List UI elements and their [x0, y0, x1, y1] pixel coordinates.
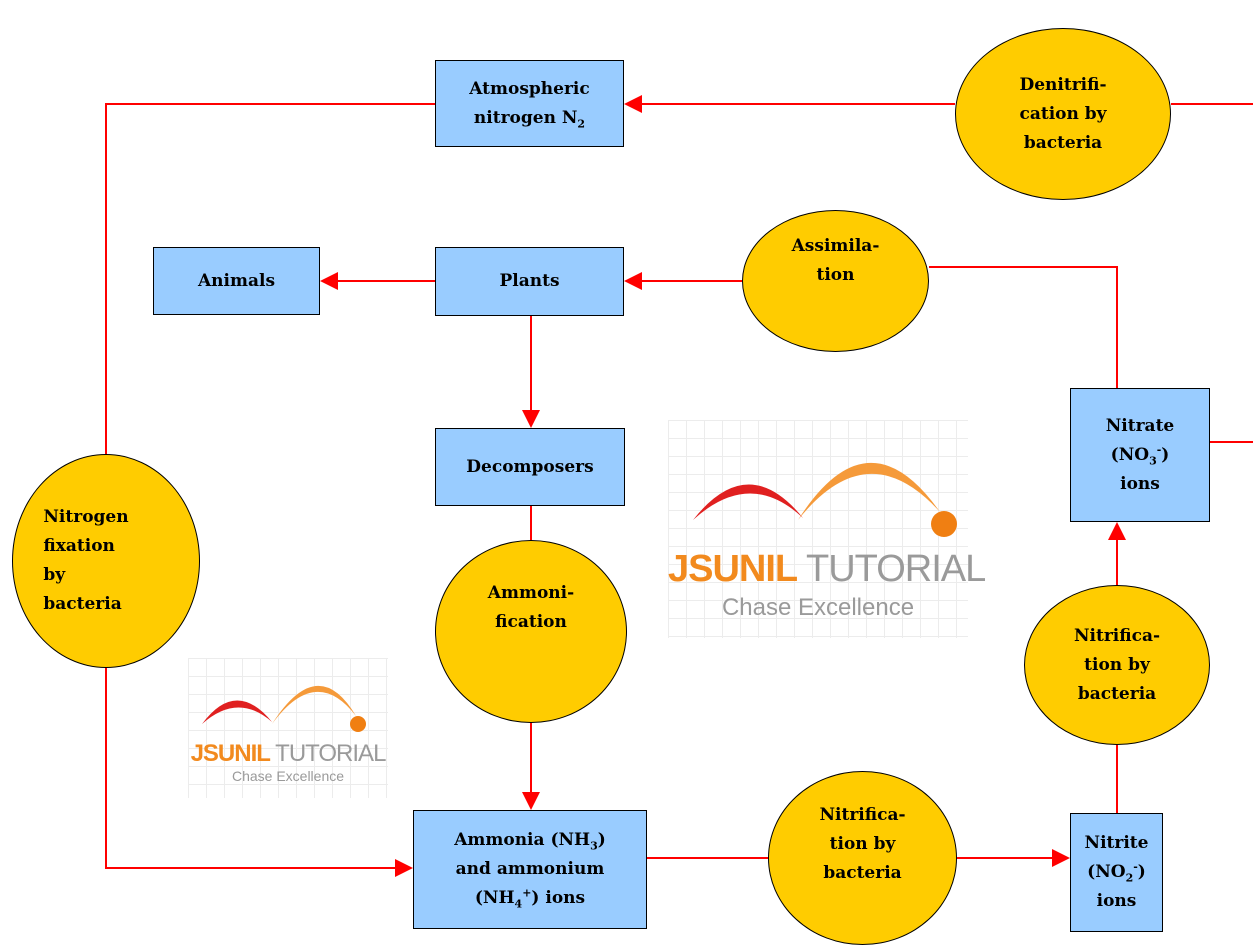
plants-label: Plants — [499, 271, 560, 291]
node-plants: Plants — [435, 247, 624, 316]
arrowhead-nitrate — [1108, 522, 1126, 540]
connector-atmospheric-to-fixation — [105, 103, 435, 454]
nitrate-line1: Nitrate — [1105, 415, 1175, 436]
arrowheads — [320, 95, 1126, 877]
fixation-line2: fixation — [43, 536, 115, 556]
logo-arcs-icon — [202, 685, 366, 732]
atmospheric-line1: Atmospheric — [469, 78, 590, 99]
process-ammonification: Ammoni- fication — [435, 540, 627, 723]
watermark-brand-b: TUTORIAL — [275, 740, 386, 767]
arrowhead-plants — [624, 272, 642, 290]
arrowhead-nitrite — [1052, 849, 1070, 867]
denitrification-line2: cation by — [1019, 103, 1107, 124]
connector-nitrate-to-assimilation — [929, 266, 1118, 388]
ammonia-line2: and ammonium — [455, 859, 605, 879]
decomposers-label: Decomposers — [466, 456, 594, 477]
nitrate-line3: ions — [1120, 473, 1160, 494]
connector-fixation-to-ammonia — [105, 668, 395, 869]
node-nitrite: Nitrite (NO2-) ions — [1070, 813, 1163, 932]
process-assimilation: Assimila- tion — [742, 210, 929, 352]
nitrification-right-line2: tion by — [1084, 654, 1150, 675]
process-nitrogen-fixation: Nitrogen fixation by bacteria — [12, 454, 200, 668]
watermark-brand: JSUNIL TUTORIAL — [668, 548, 986, 591]
assimilation-line1: Assimila- — [791, 236, 880, 256]
watermark-brand: JSUNIL TUTORIAL — [188, 740, 388, 768]
arrowhead-atmospheric — [624, 95, 642, 113]
node-atmospheric-nitrogen: Atmospheric nitrogen N2 — [435, 60, 624, 147]
arrowhead-ammonia-top — [522, 792, 540, 810]
node-ammonia: Ammonia (NH3) and ammonium (NH4+) ions — [413, 810, 647, 929]
ammonification-line2: fication — [495, 611, 567, 632]
assimilation-line2: tion — [816, 265, 855, 285]
watermark-brand-a: JSUNIL — [190, 740, 271, 767]
watermark-logo-large: JSUNIL TUTORIAL Chase Excellence — [668, 420, 986, 638]
nitrite-line1: Nitrite — [1084, 833, 1149, 853]
nitrite-line2: (NO2-) — [1087, 860, 1146, 885]
nitrification-right-line3: bacteria — [1077, 683, 1157, 704]
nitrification-bottom-line1: Nitrifica- — [819, 804, 906, 825]
ammonification-line1: Ammoni- — [487, 582, 575, 603]
nitrification-right-line1: Nitrifica- — [1073, 625, 1161, 646]
denitrification-line3: bacteria — [1023, 132, 1103, 153]
fixation-line1: Nitrogen — [43, 507, 129, 527]
fixation-line3: by — [43, 565, 66, 585]
process-nitrification-right: Nitrifica- tion by bacteria — [1024, 585, 1210, 745]
process-nitrification-bottom: Nitrifica- tion by bacteria — [768, 771, 957, 945]
node-animals: Animals — [153, 247, 320, 315]
arrowhead-decomposers — [522, 410, 540, 428]
process-denitrification: Denitrifi- cation by bacteria — [955, 28, 1171, 200]
watermark-logo-small: JSUNIL TUTORIAL Chase Excellence — [188, 658, 388, 798]
nitrite-line3: ions — [1096, 891, 1137, 911]
watermark-tagline: Chase Excellence — [231, 768, 345, 784]
logo-arcs-icon — [693, 462, 957, 537]
nitrification-bottom-line2: tion by — [829, 833, 896, 854]
watermark-grid — [668, 420, 968, 638]
ammonia-line3: (NH4+) ions — [474, 886, 586, 911]
nitrification-bottom-line3: bacteria — [823, 862, 902, 883]
arrowhead-animals — [320, 272, 338, 290]
connector-lines — [105, 103, 1253, 869]
denitrification-line1: Denitrifi- — [1019, 74, 1107, 95]
ammonia-line1: Ammonia (NH3) — [454, 830, 606, 853]
node-nitrate: Nitrate (NO3-) ions — [1070, 388, 1210, 522]
atmospheric-line2: nitrogen N2 — [473, 107, 586, 130]
watermark-tagline: Chase Excellence — [721, 594, 915, 621]
node-decomposers: Decomposers — [435, 428, 625, 506]
watermark-brand-a: JSUNIL — [668, 548, 797, 590]
fixation-line4: bacteria — [43, 594, 122, 614]
arrowhead-ammonia-left — [395, 859, 413, 877]
animals-label: Animals — [197, 270, 276, 291]
nitrate-line2: (NO3-) — [1110, 442, 1170, 467]
watermark-brand-b: TUTORIAL — [806, 548, 986, 590]
